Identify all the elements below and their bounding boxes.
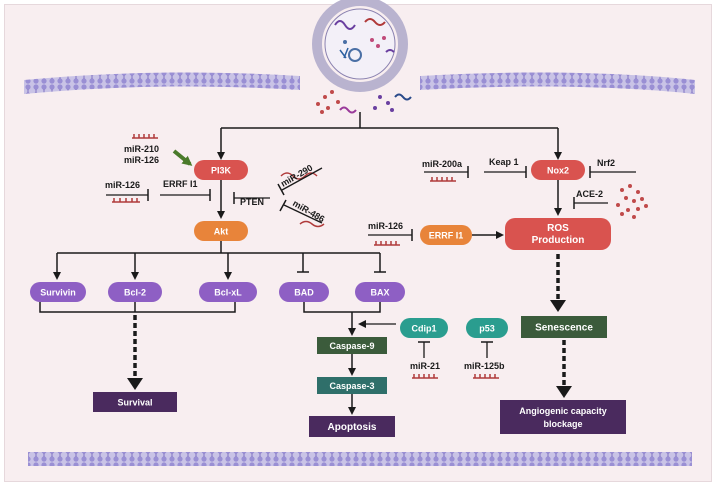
bcl2-label: Bcl-2 [124, 288, 146, 298]
survival-label: Survival [117, 398, 152, 408]
pi3k-label: PI3K [211, 166, 232, 176]
akt-label: Akt [214, 227, 229, 237]
exosome-icon [312, 0, 408, 92]
cdip1-label: Cdip1 [411, 324, 436, 334]
apoptosis-node [309, 416, 395, 437]
cell-membrane-top [24, 72, 695, 94]
mir-126-right-label: miR-126 [368, 221, 403, 231]
mirna-icon [112, 198, 140, 203]
ace2-particles-icon [616, 184, 648, 219]
mirna-icon [132, 134, 158, 139]
survivin-node [30, 282, 86, 302]
caspase3-label: Caspase-3 [329, 381, 374, 391]
mir-210-label: miR-210 [124, 144, 159, 154]
mirna-icon [280, 172, 318, 180]
mirna-icon [430, 177, 456, 182]
angio-label-line2: blockage [543, 419, 582, 429]
cell-membrane-bottom [28, 452, 692, 466]
released-mirna-cluster-icon [316, 90, 412, 114]
survival-node [93, 392, 177, 412]
nox2-node [531, 160, 585, 180]
ace2-label: ACE-2 [576, 189, 603, 199]
senescence-node [521, 316, 607, 338]
ros-label-line2: Production [532, 235, 585, 246]
bcl2-node [108, 282, 162, 302]
green-activation-arrow [172, 149, 193, 166]
errf-left-label: ERRF I1 [163, 179, 198, 189]
pten-label: PTEN [240, 197, 264, 207]
p53-node [466, 318, 508, 338]
nox2-label: Nox2 [547, 166, 569, 176]
p53-label: p53 [479, 324, 495, 334]
mir-125b-label: miR-125b [464, 361, 505, 371]
angiogenic-blockage-node [500, 400, 626, 434]
bax-node [355, 282, 405, 302]
ros-label-line1: ROS [547, 223, 569, 234]
cdip1-node [400, 318, 448, 338]
apoptosis-bracket [303, 302, 381, 313]
bad-label: BAD [294, 288, 314, 298]
bclxl-node [199, 282, 257, 302]
bad-node [279, 282, 329, 302]
mir-200a-label: miR-200a [422, 159, 463, 169]
mirna-icon [412, 374, 438, 379]
mir-126-top-label: miR-126 [124, 155, 159, 165]
keap1-label: Keap 1 [489, 157, 519, 167]
errf-center-label: ERRF I1 [429, 231, 464, 241]
ros-production-node [505, 218, 611, 250]
errf-center-node [420, 225, 472, 245]
mir-21-label: miR-21 [410, 361, 440, 371]
nrf2-label: Nrf2 [597, 158, 615, 168]
pi3k-node [194, 160, 248, 180]
senescence-label: Senescence [535, 323, 593, 334]
akt-node [194, 221, 248, 241]
branch-connector [217, 112, 562, 160]
mirna-icon [299, 220, 325, 228]
angio-label-line1: Angiogenic capacity [519, 406, 607, 416]
survivin-label: Survivin [40, 288, 76, 298]
apoptosis-label: Apoptosis [328, 422, 377, 433]
survival-bracket [39, 302, 236, 313]
bclxl-label: Bcl-xL [214, 288, 242, 298]
caspase9-node [317, 337, 387, 354]
bax-label: BAX [370, 288, 389, 298]
mirna-icon [473, 374, 499, 379]
mirna-icon [374, 241, 400, 246]
caspase9-label: Caspase-9 [329, 341, 374, 351]
mir-126-left-label: miR-126 [105, 180, 140, 190]
caspase3-node [317, 377, 387, 394]
